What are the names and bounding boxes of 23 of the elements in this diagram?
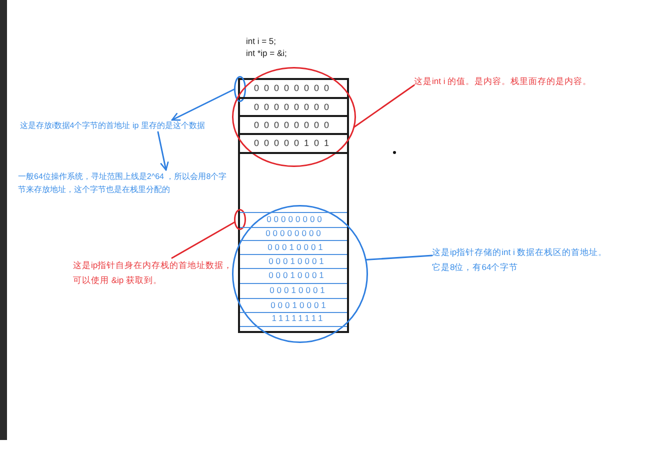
byte-row: 00010001	[240, 254, 347, 268]
byte-row: 00010001	[240, 283, 347, 298]
note-text: 这是存放i数据4个字节的首地址 ip 里存的是这个数据	[20, 120, 205, 132]
byte-row: 11111111	[240, 312, 347, 326]
highlight-ellipse	[232, 67, 356, 167]
marker-ellipse	[234, 76, 246, 102]
marker-ellipse	[234, 209, 246, 230]
code-line: int i = 5;	[246, 36, 276, 47]
code-line: int *ip = &i;	[246, 48, 287, 59]
leader-line	[365, 254, 433, 261]
byte-row: 00010001	[240, 298, 347, 312]
note-text: 这是ip指针存储的int i 数据在栈区的首地址。它是8位，有64个字节	[432, 245, 612, 275]
note-text: 这是int i 的值。是内容。栈里面存的是内容。	[414, 76, 592, 87]
byte-row: 00010001	[240, 268, 347, 283]
byte-row: 00010001	[240, 240, 347, 254]
byte-row: 00000000	[240, 212, 347, 227]
memory-stack	[238, 78, 349, 333]
byte-row: 00000000	[240, 227, 347, 240]
highlight-ellipse	[232, 205, 368, 343]
arrow	[157, 131, 169, 171]
note-text: 一般64位操作系统，寻址范围上线是2^64 ，所以会用8个字节来存放地址，这个字节也是在栈里分配的	[18, 170, 228, 196]
note-text: 这是ip指针自身在内存栈的首地址数据，可以使用 &ip 获取到。	[73, 258, 238, 288]
leader-line	[353, 84, 415, 128]
